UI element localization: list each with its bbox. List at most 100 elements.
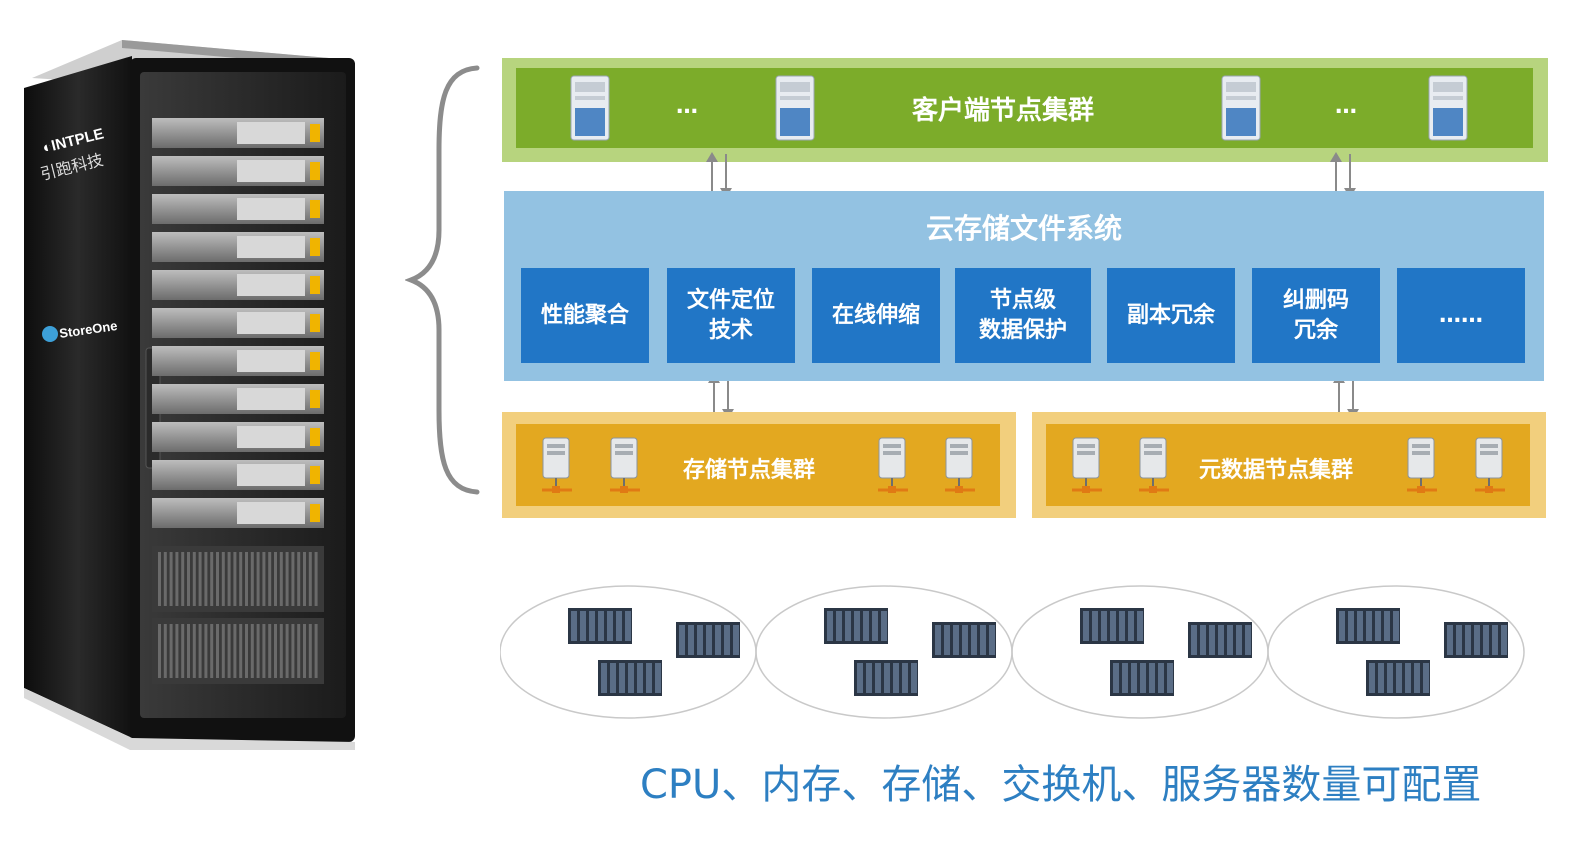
feature-label: 在线伸缩	[831, 302, 920, 328]
rack-storage-slot	[291, 624, 295, 678]
cabinet-door	[1245, 625, 1251, 655]
rack-storage-slot	[239, 552, 243, 606]
cabinet-door	[1209, 625, 1215, 655]
rack-storage-slot	[262, 624, 266, 678]
cabinet-door	[724, 625, 730, 655]
cabinet-door	[971, 625, 977, 655]
client-ellipsis-right: …	[1335, 94, 1359, 119]
cabinet-door	[679, 625, 685, 655]
rack-storage-slot	[158, 552, 161, 606]
rack-storage-slot	[256, 552, 260, 606]
rack-storage-slot	[285, 552, 289, 606]
cabinet-door	[1101, 611, 1107, 641]
desktop-pc-icon	[1221, 75, 1261, 141]
cabinet-door	[697, 625, 703, 655]
cabinet-door	[688, 625, 694, 655]
cabinet-door	[1369, 663, 1375, 693]
rack-storage-slot	[181, 552, 185, 606]
rack-server-panel	[237, 388, 305, 410]
rack-storage-slot	[169, 624, 173, 678]
rack-server-handle	[310, 276, 320, 294]
cabinet-door	[1483, 625, 1489, 655]
cabinet-door	[1492, 625, 1498, 655]
cabinet-door	[1158, 663, 1164, 693]
rack-storage-slot	[204, 624, 208, 678]
rack-server-panel	[237, 122, 305, 144]
cabinet-door	[1375, 611, 1381, 641]
cabinet-door	[571, 611, 577, 641]
cabinet-door	[857, 663, 863, 693]
rack-storage-slot	[274, 624, 277, 678]
rack-storage-slot	[158, 624, 161, 678]
cabinet-door	[1137, 611, 1143, 641]
client-ellipsis-left: …	[676, 94, 700, 119]
rack-storage-unit	[152, 618, 324, 684]
feature-box: 纠删码 冗余	[1252, 268, 1380, 363]
feature-box: 文件定位 技术	[667, 268, 795, 363]
feature-box: 在线伸缩	[812, 268, 940, 363]
cabinet-door	[944, 625, 950, 655]
rack-storage-slot	[187, 552, 190, 606]
rack-storage-unit	[152, 546, 324, 612]
rack-storage-slot	[163, 624, 167, 678]
rack-storage-slot	[250, 624, 254, 678]
server-tower-icon	[945, 437, 975, 493]
cabinet-door	[1149, 663, 1155, 693]
rack-storage-slot	[285, 624, 289, 678]
rack-storage-slot	[239, 624, 243, 678]
rack-storage-slot	[297, 552, 301, 606]
rack-storage-slot	[169, 552, 173, 606]
cabinet-door	[1393, 611, 1399, 641]
rack-server-handle	[310, 390, 320, 408]
configurable-caption: CPU、内存、存储、交换机、服务器数量可配置	[640, 762, 1482, 808]
cabinet-door	[1140, 663, 1146, 693]
cabinet-door	[1387, 663, 1393, 693]
storage-cluster-title: 存储节点集群	[683, 458, 816, 483]
cabinet-door	[637, 663, 643, 693]
storage-cluster-panel	[516, 424, 1000, 506]
cabinet-door	[962, 625, 968, 655]
feature-box: ……	[1397, 268, 1525, 363]
rack-storage-slot	[279, 552, 283, 606]
cabinet-door	[1396, 663, 1402, 693]
cabinet-door	[715, 625, 721, 655]
cabinet-door	[628, 663, 634, 693]
rack-storage-slot	[256, 624, 260, 678]
rack-storage-slot	[198, 624, 202, 678]
server-tower-icon	[610, 437, 640, 493]
rack-server-handle	[310, 238, 320, 256]
metadata-cluster-title: 元数据节点集群	[1199, 458, 1354, 483]
rack-storage-slot	[216, 624, 219, 678]
cabinet-door	[1128, 611, 1134, 641]
rack-server-handle	[310, 352, 320, 370]
cabinet-door	[863, 611, 869, 641]
curly-brace-icon	[405, 65, 480, 495]
rack-server-panel	[237, 350, 305, 372]
server-tower-icon	[542, 437, 572, 493]
rack-server-handle	[310, 314, 320, 332]
cabinet-door	[1378, 663, 1384, 693]
rack-storage-slot	[245, 552, 248, 606]
cabinet-door	[1110, 611, 1116, 641]
rack-storage-slot	[210, 624, 214, 678]
cabinet-door	[616, 611, 622, 641]
rack-server-panel	[237, 274, 305, 296]
cabinet-door	[1122, 663, 1128, 693]
cabinet-door	[607, 611, 613, 641]
cabinet-door	[872, 611, 878, 641]
cabinet-door	[1414, 663, 1420, 693]
cabinet-door	[854, 611, 860, 641]
server-tower-icon	[1139, 437, 1169, 493]
rack-storage-slot	[221, 624, 225, 678]
cabinet-door	[598, 611, 604, 641]
cabinet-door	[1474, 625, 1480, 655]
rack-server-handle	[310, 466, 320, 484]
cabinet-door	[875, 663, 881, 693]
cabinet-door	[935, 625, 941, 655]
cabinet-door	[1236, 625, 1242, 655]
rack-server-handle	[310, 162, 320, 180]
feature-label: 纠删码 冗余	[1282, 287, 1349, 343]
feature-label: 文件定位 技术	[686, 287, 775, 343]
rack-storage-slot	[198, 552, 202, 606]
cabinet-door	[1227, 625, 1233, 655]
